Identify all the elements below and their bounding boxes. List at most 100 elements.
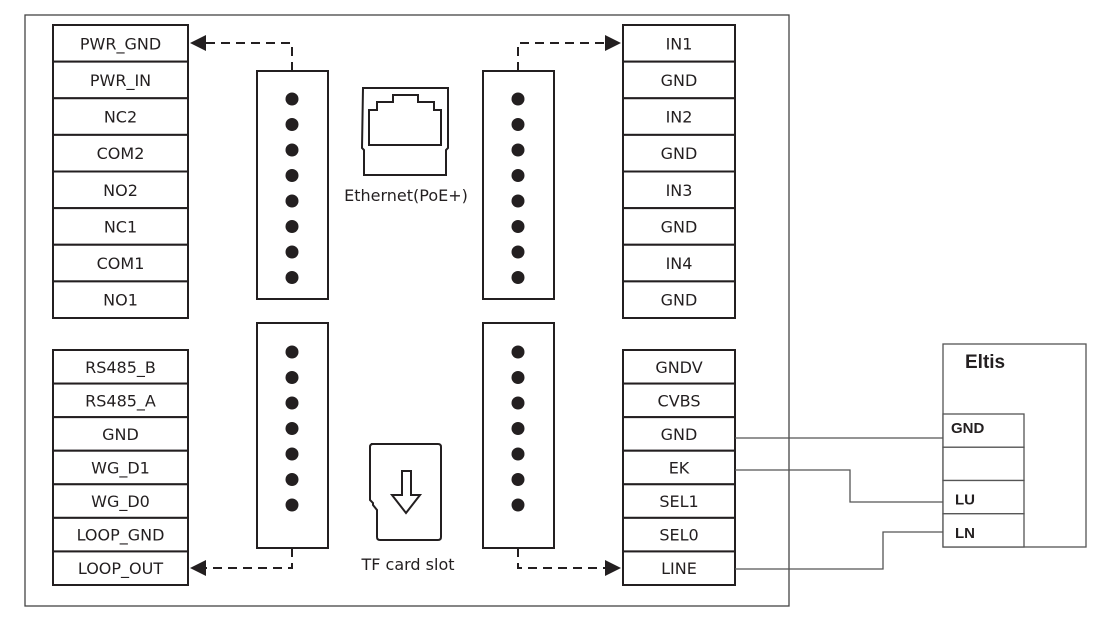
pin <box>285 447 299 461</box>
pin <box>285 345 299 359</box>
terminal-pwr-gnd: PWR_GND <box>52 24 189 63</box>
terminal-sel1: SEL1 <box>622 483 736 519</box>
eltis-terminal-gnd: GND <box>942 413 1025 448</box>
terminal-in4: IN4 <box>622 243 736 283</box>
terminal-label: WG_D1 <box>91 459 150 479</box>
connector-block <box>482 70 555 300</box>
terminal-label: GNDV <box>655 358 702 377</box>
terminal-label: COM2 <box>97 144 145 163</box>
terminal-loop-out: LOOP_OUT <box>52 550 189 587</box>
tf-card-label: TF card slot <box>360 555 454 574</box>
terminal-gnd: GND <box>622 60 736 100</box>
terminal-label: GND <box>661 291 698 310</box>
tf-card-icon <box>369 443 442 541</box>
eltis-terminal-blank <box>942 446 1025 482</box>
terminal-wg-d0: WG_D0 <box>52 483 189 519</box>
pin <box>285 271 299 284</box>
pin <box>511 92 525 106</box>
terminal-label: IN2 <box>666 108 693 127</box>
pin <box>285 422 299 435</box>
terminal-in1: IN1 <box>622 24 736 63</box>
terminal-label: LOOP_OUT <box>78 559 163 579</box>
terminal-label: GND <box>661 144 698 163</box>
terminal-rs485-a: RS485_A <box>52 382 189 419</box>
terminal-cvbs: CVBS <box>622 382 736 419</box>
terminal-label: NC1 <box>104 217 137 236</box>
pin <box>511 345 525 359</box>
pin <box>285 169 299 182</box>
leader-loop-out <box>190 548 293 576</box>
eltis-device: Eltis GND LU LN <box>942 343 1087 548</box>
terminal-label: EK <box>669 459 690 478</box>
terminal-gndv: GNDV <box>622 349 736 385</box>
terminal-nc2: NC2 <box>52 97 189 136</box>
terminal-label: NC2 <box>104 108 137 127</box>
connector-block <box>256 70 329 300</box>
terminal-label: GND <box>102 425 139 444</box>
pin <box>285 143 299 157</box>
leader-in1 <box>517 35 621 71</box>
ethernet-port-icon <box>360 87 449 176</box>
terminal-ek: EK <box>622 449 736 486</box>
pin <box>511 371 525 384</box>
terminal-label: PWR_IN <box>90 71 151 91</box>
terminal-no2: NO2 <box>52 170 189 210</box>
terminal-label: IN1 <box>666 34 693 53</box>
terminal-label: CVBS <box>658 391 701 410</box>
terminal-label: LOOP_GND <box>77 526 165 546</box>
terminal-in3: IN3 <box>622 170 736 210</box>
terminal-label: SEL1 <box>659 492 698 511</box>
pin <box>511 220 525 233</box>
terminal-nc1: NC1 <box>52 207 189 246</box>
eltis-title: Eltis <box>965 352 1005 373</box>
terminal-label: GND <box>661 71 698 90</box>
terminal-label: RS485_B <box>85 358 156 378</box>
terminal-label: IN4 <box>666 254 693 273</box>
terminal-no1: NO1 <box>52 280 189 319</box>
terminal-line: LINE <box>622 550 736 587</box>
connector-block <box>482 322 555 549</box>
terminal-label: WG_D0 <box>91 492 150 512</box>
pin <box>511 143 525 157</box>
pin <box>285 118 299 131</box>
terminal-com1: COM1 <box>52 243 189 283</box>
terminal-gnd: GND <box>622 133 736 173</box>
wire-line-ln <box>735 531 943 570</box>
terminal-label: LINE <box>661 559 697 578</box>
pin <box>511 169 525 182</box>
terminal-in2: IN2 <box>622 97 736 136</box>
pin <box>511 473 525 486</box>
eltis-terminal-label: LU <box>955 492 975 509</box>
terminal-label: GND <box>661 217 698 236</box>
dashed-leaders <box>190 35 621 576</box>
pin <box>285 92 299 106</box>
connector-block <box>256 322 329 549</box>
terminal-sel0: SEL0 <box>622 516 736 553</box>
eltis-terminal-label: GND <box>951 420 985 437</box>
terminal-label: PWR_GND <box>80 34 161 54</box>
terminal-wg-d1: WG_D1 <box>52 449 189 486</box>
terminal-label: SEL0 <box>659 526 698 545</box>
pin <box>511 271 525 284</box>
pin <box>285 220 299 233</box>
device-board <box>24 14 790 607</box>
terminal-label: NO1 <box>103 291 138 310</box>
pin <box>285 396 299 410</box>
pin <box>511 447 525 461</box>
pin <box>285 498 299 512</box>
pin <box>511 245 525 259</box>
terminal-gnd: GND <box>622 280 736 319</box>
terminal-gnd: GND <box>622 207 736 246</box>
terminal-gnd: GND <box>622 416 736 452</box>
pin <box>511 118 525 131</box>
eltis-terminal-label: LN <box>955 525 975 542</box>
terminal-label: IN3 <box>666 181 693 200</box>
pin <box>285 245 299 259</box>
pin <box>285 194 299 208</box>
terminal-loop-gnd: LOOP_GND <box>52 516 189 553</box>
